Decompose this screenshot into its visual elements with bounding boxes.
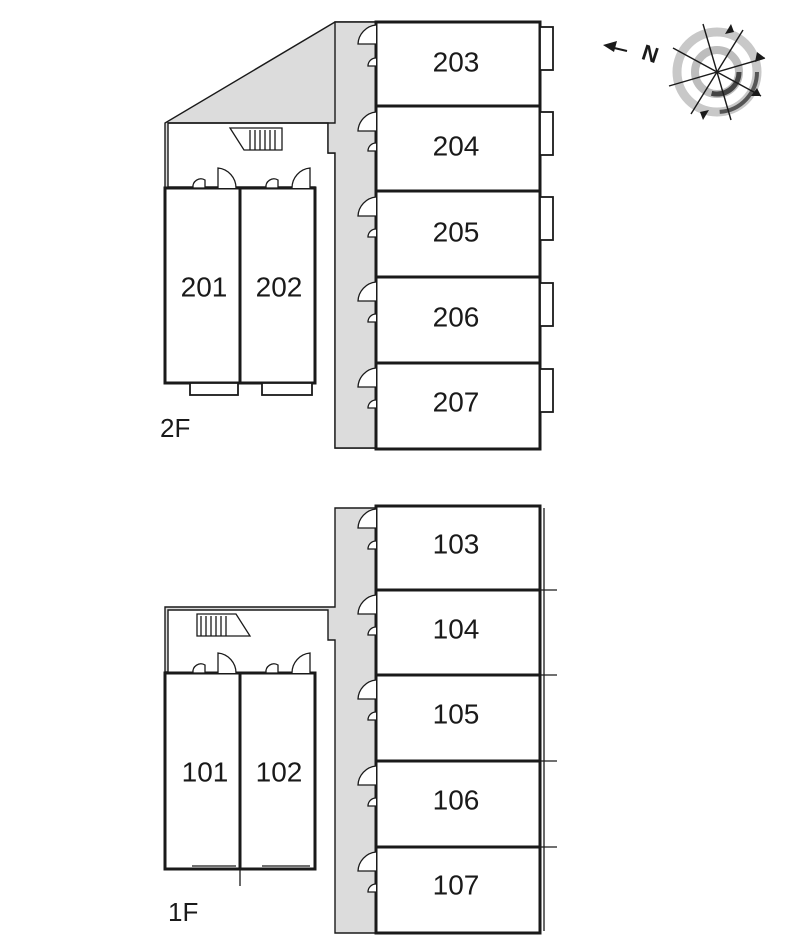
landing-2f — [168, 21, 377, 449]
compass-rose-icon — [668, 23, 766, 121]
unit-103 — [374, 504, 542, 592]
floor-label-2f: 2F — [160, 413, 190, 443]
north-label: N — [639, 40, 662, 69]
north-arrow: N — [603, 40, 662, 69]
door-201b — [217, 167, 237, 189]
unit-label-106: 106 — [433, 784, 480, 815]
unit-label-201: 201 — [181, 271, 228, 302]
balcony-202 — [261, 382, 313, 396]
unit-label-205: 205 — [433, 216, 480, 247]
unit-104 — [374, 588, 542, 677]
unit-label-207: 207 — [433, 386, 480, 417]
stairs-1f — [196, 613, 252, 637]
floor-1f: 101 102 1F 103 104 105 106 107 — [163, 504, 557, 935]
door-102 — [265, 663, 279, 674]
yard-dividers-1f — [540, 508, 557, 931]
door-202b — [291, 167, 311, 189]
floor-label-1f: 1F — [168, 897, 198, 927]
unit-label-103: 103 — [433, 528, 480, 559]
floor-2f: 201 202 2F 203 204 205 206 207 — [160, 20, 554, 451]
balcony-207 — [539, 368, 554, 413]
unit-label-206: 206 — [433, 301, 480, 332]
balcony-205 — [539, 196, 554, 241]
door-102b — [291, 652, 311, 674]
door-101b — [217, 652, 237, 674]
unit-label-202: 202 — [256, 271, 303, 302]
unit-label-104: 104 — [433, 613, 480, 644]
unit-label-105: 105 — [433, 698, 480, 729]
unit-label-102: 102 — [256, 756, 303, 787]
doors-203-207 — [357, 24, 377, 409]
unit-label-107: 107 — [433, 869, 480, 900]
door-201 — [192, 178, 206, 189]
balcony-204 — [539, 111, 554, 156]
balcony-206 — [539, 282, 554, 327]
unit-label-204: 204 — [433, 130, 480, 161]
door-202 — [265, 178, 279, 189]
balcony-203 — [539, 26, 554, 71]
unit-106 — [374, 759, 542, 849]
unit-label-101: 101 — [182, 756, 229, 787]
unit-label-203: 203 — [433, 46, 480, 77]
doors-103-107 — [357, 508, 377, 893]
stairs-2f — [228, 127, 283, 151]
door-101 — [192, 663, 206, 674]
balcony-201 — [189, 382, 239, 396]
